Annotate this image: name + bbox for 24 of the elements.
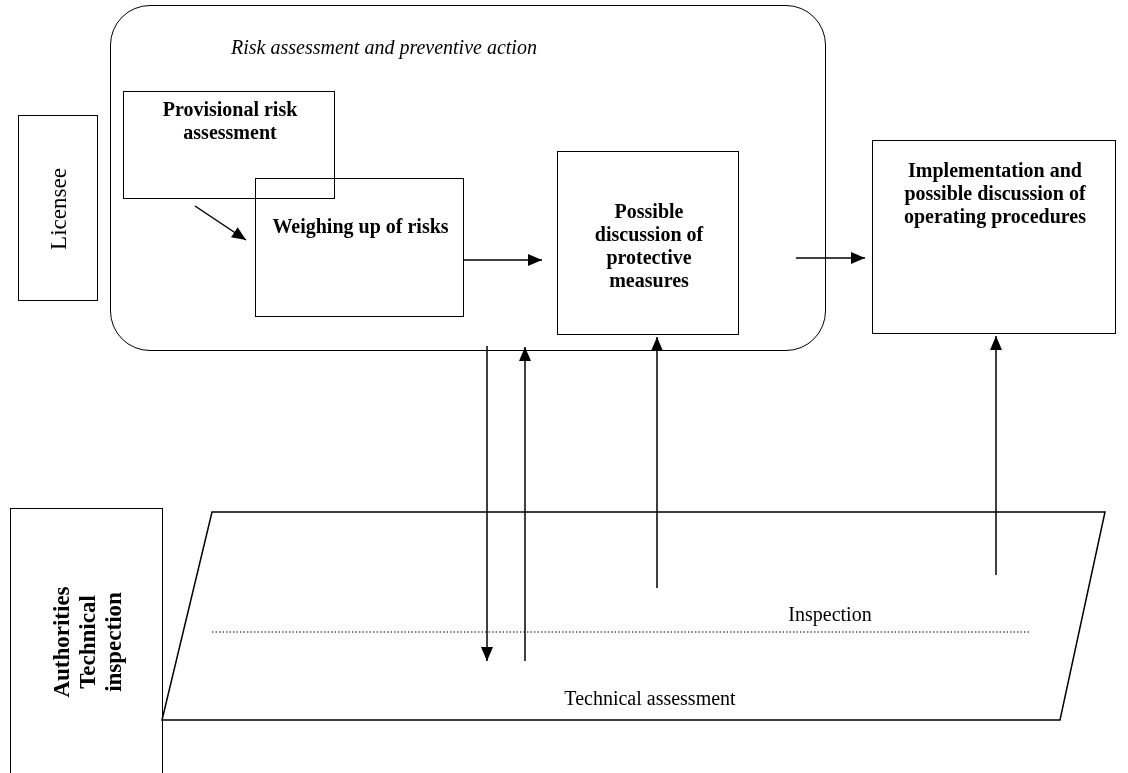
- arrow: [651, 336, 663, 589]
- process-box: [557, 151, 739, 335]
- box-label: Provisional risk assessment: [161, 98, 299, 144]
- box-label: Implementation and possible discussion of operating procedures: [903, 159, 1087, 228]
- box-label: Possible discussion of protective measures: [593, 200, 705, 292]
- process-box: [123, 91, 335, 199]
- arrow: [481, 345, 493, 662]
- box-label: Weighing up of risks: [271, 215, 450, 238]
- area-label: Inspection: [787, 603, 873, 626]
- arrow: [519, 346, 531, 662]
- process-box: [255, 178, 464, 317]
- process-box: [872, 140, 1116, 334]
- arrow: [462, 254, 543, 266]
- role-box: [18, 115, 98, 301]
- arrow: [795, 252, 866, 264]
- party-label: Authorities Technical inspection: [48, 585, 127, 700]
- group-title: Risk assessment and preventive action: [230, 36, 538, 59]
- role-box: [10, 508, 163, 773]
- party-label: Licensee: [46, 167, 72, 252]
- group-frame: [110, 5, 826, 351]
- area-label: Technical assessment: [563, 687, 737, 710]
- arrow: [990, 335, 1002, 576]
- arrow: [194, 205, 247, 241]
- parallelogram-area: [160, 511, 1108, 721]
